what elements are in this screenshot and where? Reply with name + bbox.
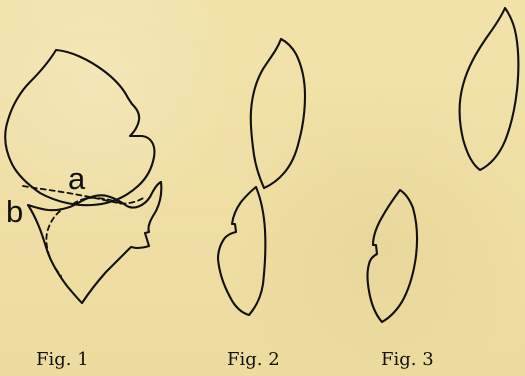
figure-1-lower-bone-outline — [28, 182, 161, 303]
figure-1: a b Fig. 1 — [5, 50, 161, 370]
label-a: a — [68, 161, 86, 196]
figure-1-caption: Fig. 1 — [36, 349, 89, 370]
figure-2-caption: Fig. 2 — [227, 349, 280, 370]
figure-3-caption: Fig. 3 — [381, 349, 434, 370]
label-b: b — [6, 194, 23, 229]
figure-2: Fig. 2 — [218, 39, 305, 370]
figure-3-lower-fragment-outline — [368, 190, 418, 322]
figure-2-lower-fragment-outline — [218, 187, 265, 315]
figure-3-upper-fragment-outline — [460, 8, 519, 170]
figure-3: Fig. 3 — [368, 8, 519, 370]
figure-2-upper-fragment-outline — [251, 39, 305, 188]
